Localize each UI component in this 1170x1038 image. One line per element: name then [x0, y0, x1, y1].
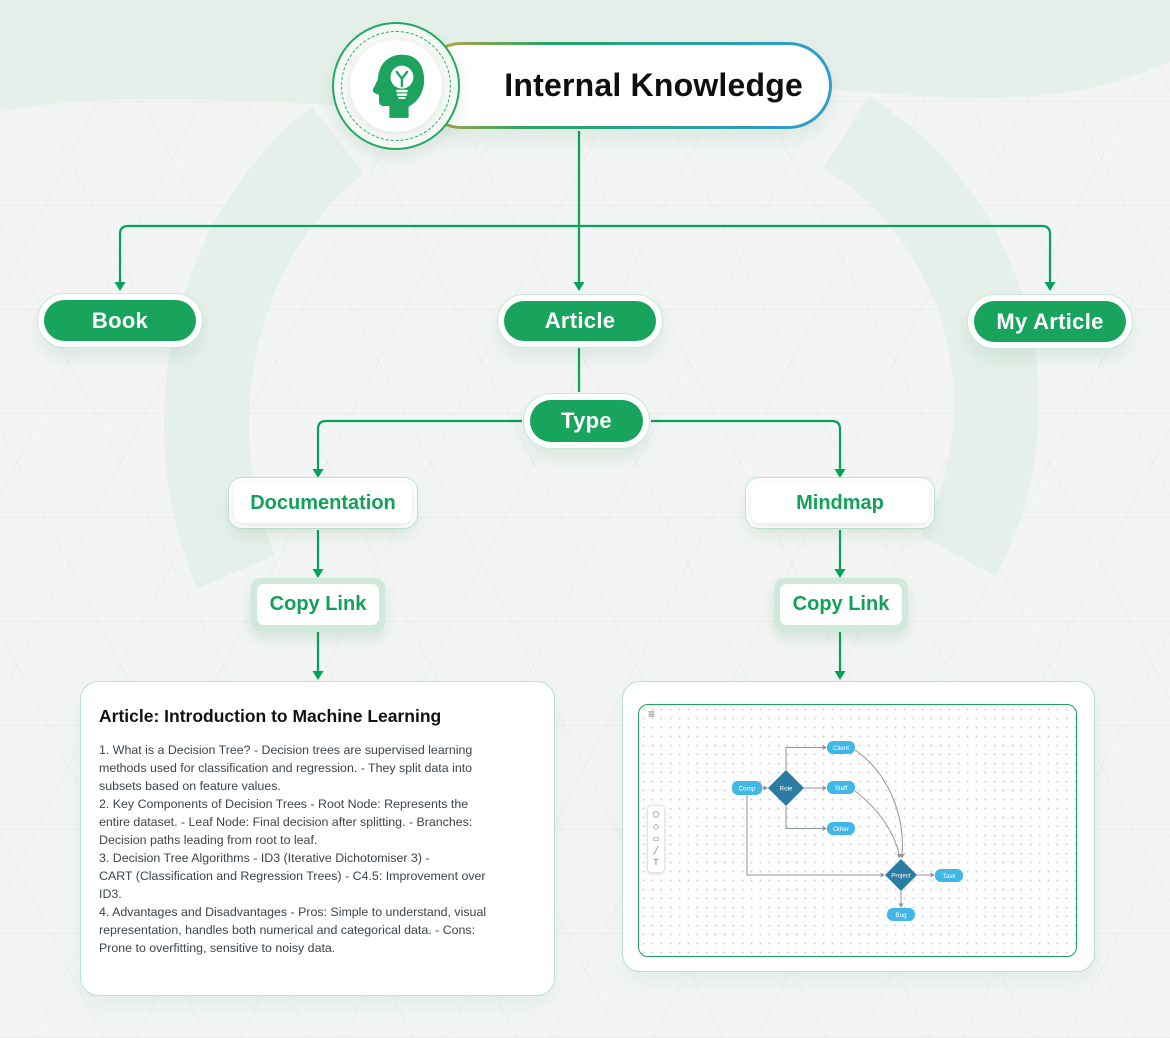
flow-node-task[interactable]: Task — [935, 869, 963, 882]
brain-lightbulb-icon — [332, 22, 460, 150]
article-title: Article: Introduction to Machine Learnin… — [99, 706, 442, 726]
node-documentation-label: Documentation — [234, 483, 412, 523]
node-my-article-label: My Article — [974, 301, 1126, 342]
node-article[interactable]: Article — [497, 294, 663, 348]
node-article-label: Article — [504, 301, 656, 341]
header-pill: Internal Knowledge — [418, 42, 832, 129]
flow-node-client-label: Client — [833, 745, 849, 752]
flow-node-role[interactable]: Role — [768, 770, 804, 806]
article-body-text: 1. What is a Decision Tree? - Decision t… — [99, 743, 487, 955]
flow-node-comp[interactable]: Comp — [732, 781, 762, 795]
flow-node-project-label: Project — [891, 872, 911, 879]
dashed-ring — [341, 31, 451, 141]
node-mindmap[interactable]: Mindmap — [745, 477, 935, 529]
mindmap-canvas[interactable]: ≡ ⬠ ◇ ▭ ╱ T — [638, 704, 1077, 957]
flow-node-comp-label: Comp — [739, 785, 756, 792]
flow-node-other-label: Other — [833, 826, 849, 833]
copy-link-button-mindmap[interactable]: Copy Link — [774, 578, 908, 631]
node-mindmap-label: Mindmap — [751, 483, 929, 523]
flow-node-client[interactable]: Client — [827, 741, 855, 754]
node-my-article[interactable]: My Article — [967, 294, 1133, 349]
shape-rectangle-icon[interactable]: ▭ — [652, 834, 660, 843]
node-documentation[interactable]: Documentation — [228, 477, 418, 529]
copy-link-label: Copy Link — [780, 584, 902, 625]
copy-link-label: Copy Link — [257, 584, 379, 625]
flowchart: Comp Role Client Staff Other — [732, 741, 963, 921]
head-lightbulb-glyph — [372, 54, 425, 118]
node-book[interactable]: Book — [37, 293, 203, 348]
shape-toolbar: ⬠ ◇ ▭ ╱ T — [647, 805, 665, 873]
article-preview-card: Article: Introduction to Machine Learnin… — [80, 681, 555, 996]
page-title: Internal Knowledge — [504, 67, 803, 103]
text-tool-icon[interactable]: T — [653, 858, 659, 867]
flow-node-role-label: Role — [780, 785, 793, 792]
flow-node-bug[interactable]: Bug — [887, 908, 915, 921]
flow-node-task-label: Task — [943, 873, 957, 880]
copy-link-button-documentation[interactable]: Copy Link — [251, 578, 385, 631]
flow-node-staff[interactable]: Staff — [827, 781, 855, 794]
flow-node-bug-label: Bug — [895, 912, 907, 919]
node-type[interactable]: Type — [523, 393, 650, 449]
shape-diamond-icon[interactable]: ◇ — [652, 822, 660, 831]
flow-node-other[interactable]: Other — [827, 822, 855, 835]
shape-pentagon-icon[interactable]: ⬠ — [652, 810, 660, 819]
node-book-label: Book — [44, 300, 196, 341]
connector-tool-icon[interactable]: ╱ — [653, 846, 659, 855]
icon-circle — [350, 40, 442, 132]
mindmap-preview-card: ≡ ⬠ ◇ ▭ ╱ T — [622, 681, 1095, 972]
hamburger-menu-icon[interactable]: ≡ — [648, 707, 656, 721]
flow-node-project[interactable]: Project — [885, 859, 917, 891]
flow-node-staff-label: Staff — [835, 785, 848, 792]
node-type-label: Type — [530, 400, 643, 442]
